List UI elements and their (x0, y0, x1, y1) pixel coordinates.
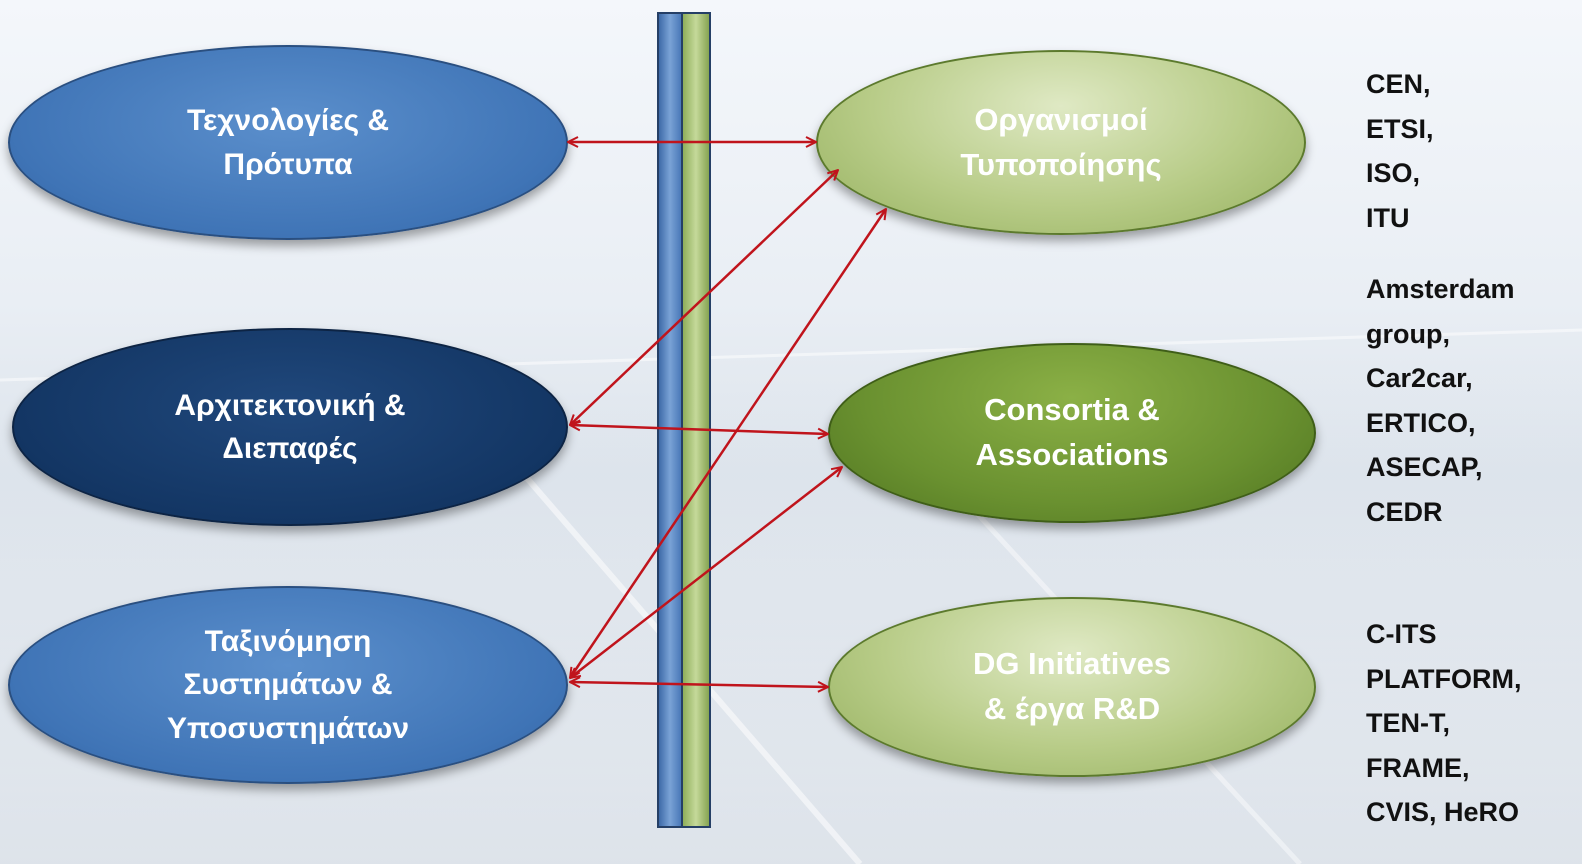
arrow-arch-consortia (570, 425, 828, 434)
standards-orgs-list: CEN, ETSI, ISO, ITU (1366, 62, 1434, 240)
list-item: ITU (1366, 202, 1410, 233)
node-architecture-interfaces-label: Αρχιτεκτονική & Διεπαφές (174, 388, 406, 466)
list-item: ISO, (1366, 158, 1421, 188)
list-item: ERTICO, (1366, 407, 1476, 438)
arrow-class-consortia (570, 467, 842, 678)
arrow-class-standards (570, 209, 886, 678)
arrow-arch-standards (570, 170, 838, 425)
list-item: ETSI, (1366, 113, 1434, 144)
list-item: C-ITS (1366, 619, 1437, 649)
dg-projects-list: C-ITS PLATFORM, TEN-T, FRAME, CVIS, HeRO (1366, 612, 1521, 835)
node-consortia-associations-label: Consortia & Associations (975, 392, 1169, 472)
consortia-members-list: Amsterdam group, Car2car, ERTICO, ASECAP… (1366, 267, 1515, 534)
list-item: CEDR (1366, 496, 1443, 527)
node-dg-initiatives: DG Initiatives & έργα R&D (828, 597, 1316, 777)
list-item: Car2car, (1366, 363, 1473, 393)
arrow-class-dg (570, 682, 828, 687)
list-item: FRAME, (1366, 752, 1470, 783)
node-standardisation-bodies-label: Οργανισμοί Τυποποίησης (960, 101, 1162, 182)
node-systems-classification-label: Ταξινόμηση Συστημάτων & Υποσυστημάτων (166, 624, 410, 745)
node-systems-classification: Ταξινόμηση Συστημάτων & Υποσυστημάτων (8, 586, 568, 784)
list-item: CVIS, HeRO (1366, 797, 1520, 827)
list-item: PLATFORM, (1366, 663, 1522, 694)
node-standardisation-bodies: Οργανισμοί Τυποποίησης (816, 50, 1306, 235)
list-item: CEN, (1366, 69, 1431, 99)
list-item: group, (1366, 318, 1450, 349)
node-dg-initiatives-label: DG Initiatives & έργα R&D (972, 646, 1172, 726)
list-item: TEN-T, (1366, 708, 1450, 738)
list-item: ASECAP, (1366, 452, 1483, 482)
node-consortia-associations: Consortia & Associations (828, 343, 1316, 523)
node-technologies-standards: Τεχνολογίες & Πρότυπα (8, 45, 568, 240)
node-technologies-standards-label: Τεχνολογίες & Πρότυπα (186, 104, 390, 181)
node-architecture-interfaces: Αρχιτεκτονική & Διεπαφές (12, 328, 568, 526)
list-item: Amsterdam (1366, 274, 1515, 304)
